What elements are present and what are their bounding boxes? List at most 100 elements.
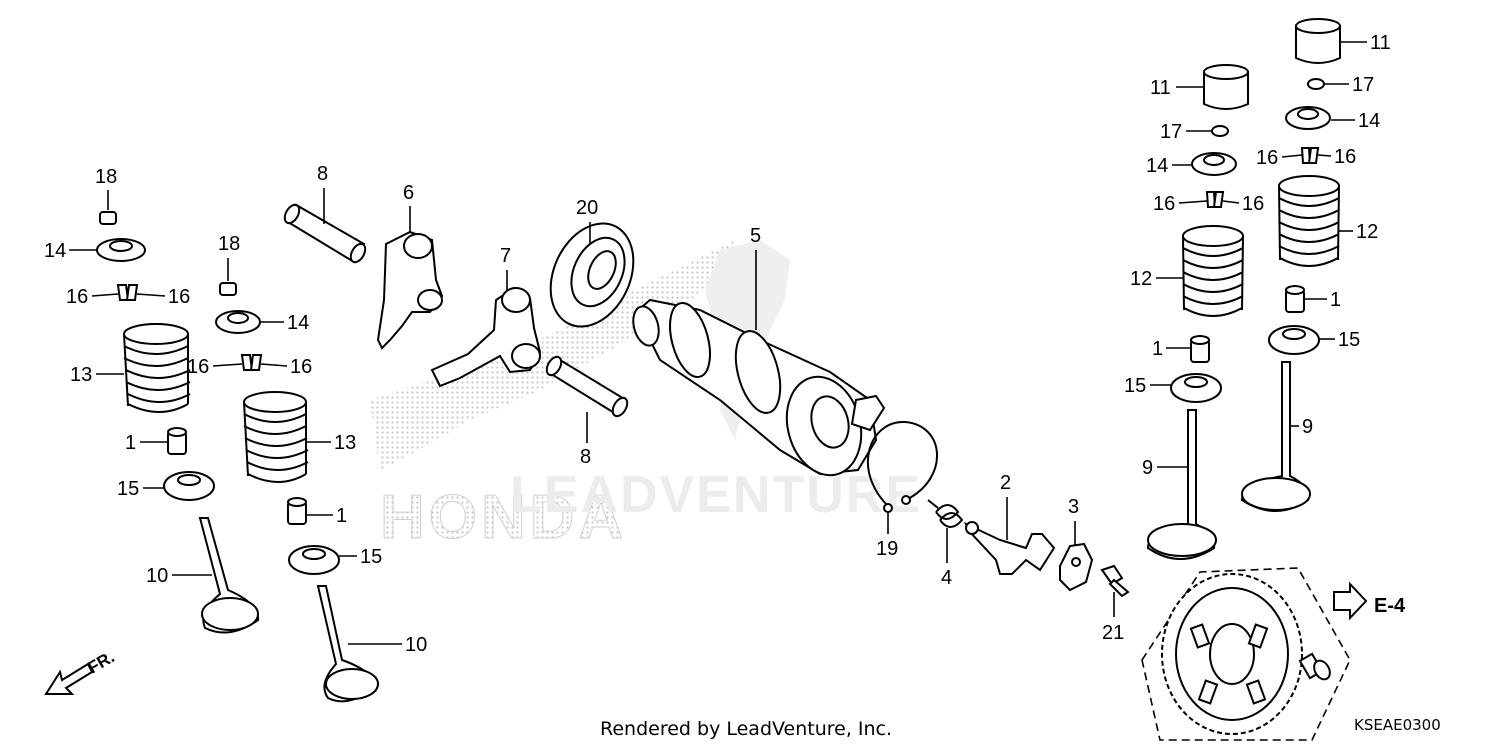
spring-seat-part — [1268, 325, 1320, 355]
valve-spring-part — [243, 391, 309, 483]
footer-credit: Rendered by LeadVenture, Inc. — [600, 718, 893, 740]
callout-2: 2 — [1000, 472, 1011, 494]
callout-16: 16 — [290, 356, 312, 378]
tappet-part — [1295, 18, 1341, 64]
decompressor-group: 19 4 2 3 21 — [866, 420, 1130, 644]
valve-spring-part — [1278, 175, 1340, 267]
valve-group-right-b: 11 17 14 16 16 12 1 15 9 — [1240, 18, 1391, 512]
reference-dashed-outline — [1141, 567, 1351, 741]
shim-part — [1211, 125, 1229, 137]
cam-sprocket-group: E-4 — [1141, 567, 1406, 741]
valve-seal-part — [1285, 285, 1305, 313]
front-direction-indicator: FR. — [44, 647, 118, 695]
callout-14: 14 — [44, 240, 66, 262]
cotter-part — [1300, 147, 1320, 164]
callout-15: 15 — [117, 478, 139, 500]
camshaft-part — [632, 298, 886, 477]
callout-14: 14 — [1358, 110, 1380, 132]
valve-seal-part — [167, 427, 187, 455]
intake-valve-part — [1240, 361, 1311, 512]
callout-16: 16 — [1242, 193, 1264, 215]
callout-14: 14 — [1146, 155, 1168, 177]
tappet-part — [1203, 64, 1249, 110]
callout-15: 15 — [360, 546, 382, 568]
diagram-code: KSEAE0300 — [1354, 716, 1441, 734]
callout-9: 9 — [1302, 416, 1313, 438]
callout-6: 6 — [403, 182, 414, 204]
callout-21: 21 — [1102, 622, 1124, 644]
valve-group-left-a: 18 14 16 16 13 1 15 10 — [44, 166, 260, 634]
callout-16: 16 — [187, 356, 209, 378]
honda-watermark-text: HONDA — [380, 483, 627, 552]
callout-5: 5 — [750, 225, 761, 247]
callout-11: 11 — [1150, 77, 1171, 99]
honda-wing-watermark — [370, 240, 745, 470]
valve-group-right-a: 11 17 14 16 16 12 1 15 9 — [1124, 64, 1264, 560]
callout-1: 1 — [125, 432, 136, 454]
decompressor-shaft-part — [963, 521, 1056, 575]
reference-arrow-icon — [1333, 581, 1368, 621]
intake-valve-part — [1146, 409, 1217, 560]
callout-11: 11 — [1370, 32, 1391, 54]
cam-sprocket-part — [1161, 573, 1303, 735]
rocker-arm-part — [376, 230, 444, 350]
callout-18: 18 — [95, 166, 117, 188]
cotter-part — [240, 354, 263, 371]
valve-seal-part — [287, 497, 307, 525]
callout-13: 13 — [334, 432, 356, 454]
callout-1: 1 — [1152, 338, 1163, 360]
exhaust-valve-part — [198, 517, 260, 634]
decompressor-weight-part — [1059, 542, 1094, 592]
cotter-part — [1205, 191, 1225, 208]
leadventure-watermark-text: LEADVENTURE — [510, 466, 922, 524]
callout-18: 18 — [218, 233, 240, 255]
shim-part — [1307, 78, 1325, 90]
spring-seat-part — [1170, 373, 1222, 403]
callout-19: 19 — [876, 538, 898, 560]
circlip-part — [866, 420, 938, 513]
callout-8: 8 — [580, 446, 591, 468]
callout-10: 10 — [146, 565, 168, 587]
shim-part — [99, 211, 117, 225]
retainer-part — [96, 238, 146, 262]
bearing-part — [549, 222, 635, 328]
rocker-shaft-part — [545, 355, 629, 418]
exhaust-valve-part — [316, 585, 379, 703]
retainer-part — [215, 310, 261, 334]
spring-seat-part — [163, 471, 215, 501]
valve-group-left-b: 8 18 14 16 16 13 1 15 10 — [187, 163, 427, 703]
sprocket-bolt-part — [1298, 652, 1331, 681]
reference-label: E-4 — [1374, 595, 1406, 617]
callout-16: 16 — [1334, 146, 1356, 168]
callout-16: 16 — [168, 286, 190, 308]
callout-4: 4 — [941, 567, 952, 589]
callout-16: 16 — [1256, 147, 1278, 169]
retainer-part — [1285, 106, 1331, 130]
callout-7: 7 — [500, 245, 511, 267]
callout-3: 3 — [1068, 496, 1079, 518]
rocker-arm-group: 6 7 8 — [376, 182, 629, 468]
callout-16: 16 — [1153, 193, 1175, 215]
callout-10: 10 — [405, 634, 427, 656]
callout-9: 9 — [1142, 457, 1153, 479]
rocker-shaft-part — [283, 203, 367, 264]
retainer-part — [1191, 152, 1237, 176]
valve-seal-part — [1190, 335, 1210, 363]
callout-16: 16 — [66, 286, 88, 308]
rocker-arm-part — [430, 286, 542, 388]
callout-14: 14 — [287, 312, 309, 334]
valve-spring-part — [1182, 225, 1244, 317]
valve-spring-part — [123, 323, 191, 413]
shim-part — [219, 282, 237, 296]
front-arrow-icon — [44, 662, 94, 695]
callout-17: 17 — [1352, 74, 1374, 96]
callout-1: 1 — [1330, 289, 1341, 311]
flange-bolt-part — [1100, 564, 1130, 598]
callout-17: 17 — [1160, 121, 1182, 143]
return-spring-part — [927, 499, 964, 528]
callout-15: 15 — [1124, 375, 1146, 397]
callout-8: 8 — [317, 163, 328, 185]
callout-12: 12 — [1130, 268, 1152, 290]
callout-15: 15 — [1338, 329, 1360, 351]
